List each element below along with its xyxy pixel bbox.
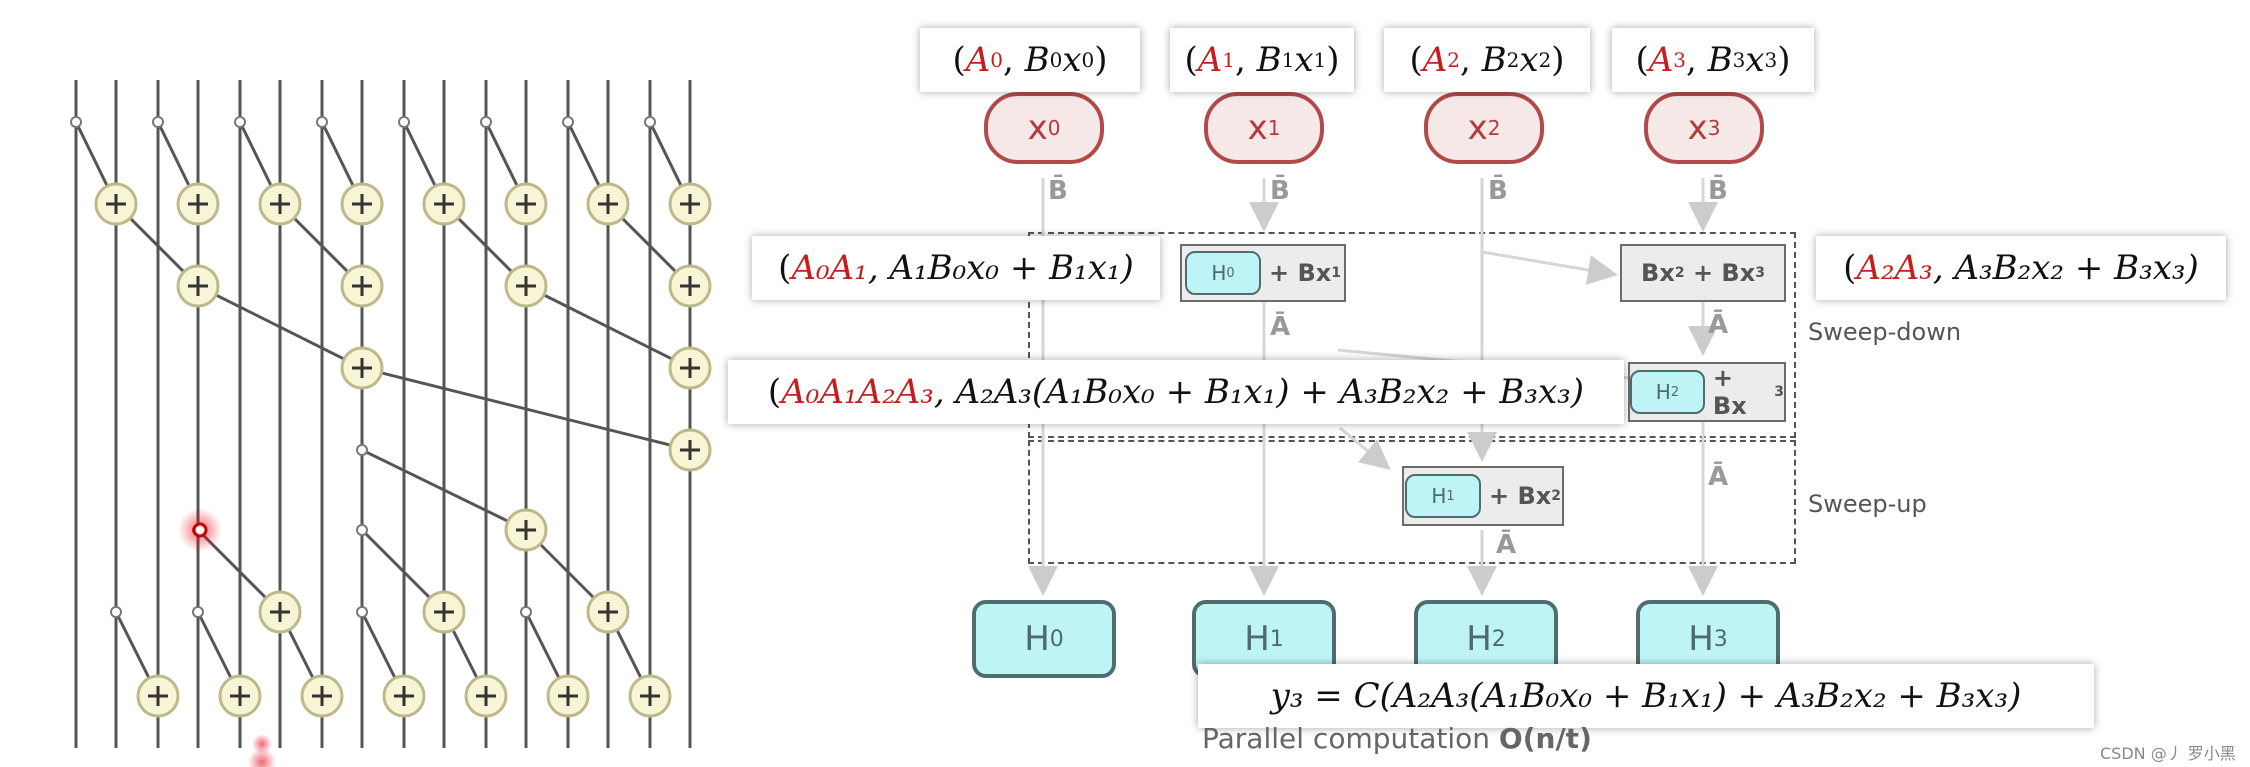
plus-node xyxy=(422,182,466,226)
abar-label-4: Ā xyxy=(1496,530,1517,560)
plus-node xyxy=(422,590,466,634)
plus-node xyxy=(546,674,590,718)
formula-a0a1: (A₀A₁, A₁B₀x₀ + B₁x₁) xyxy=(752,236,1160,300)
watermark: CSDN @丿 罗小黑 xyxy=(2100,744,2236,763)
footer-caption: Parallel computation O(n/t) xyxy=(1202,722,1592,755)
formula-a0a1a2a3: (A₀A₁A₂A₃, A₂A₃(A₁B₀x₀ + B₁x₁) + A₃B₂x₂ … xyxy=(728,360,1624,424)
bbar-label-0: B̄ xyxy=(1048,176,1068,206)
abar-label-3: Ā xyxy=(1708,462,1729,492)
plus-node xyxy=(176,182,220,226)
plus-node xyxy=(464,674,508,718)
bbar-label-3: B̄ xyxy=(1708,176,1728,206)
prefix-scan-network xyxy=(70,80,712,767)
plus-node xyxy=(668,346,712,390)
plus-node xyxy=(504,264,548,308)
plus-node xyxy=(628,674,672,718)
formula-a2a3: (A₂A₃, A₃B₂x₂ + B₃x₃) xyxy=(1816,236,2226,300)
abar-label-1: Ā xyxy=(1270,312,1291,342)
plus-node xyxy=(176,264,220,308)
bbar-label-1: B̄ xyxy=(1270,176,1290,206)
footer-complexity: O(n/t) xyxy=(1498,722,1592,755)
abar-label-2: Ā xyxy=(1708,310,1729,340)
sweep-up-label: Sweep-up xyxy=(1808,490,1927,518)
plus-node xyxy=(340,182,384,226)
plus-node xyxy=(218,674,262,718)
bbar-label-2: B̄ xyxy=(1488,176,1508,206)
plus-node xyxy=(668,428,712,472)
plus-node xyxy=(340,346,384,390)
plus-node xyxy=(300,674,344,718)
plus-node xyxy=(382,674,426,718)
plus-node xyxy=(586,182,630,226)
plus-node xyxy=(668,264,712,308)
plus-node xyxy=(258,182,302,226)
plus-node xyxy=(586,590,630,634)
sweep-down-region xyxy=(1028,232,1796,438)
plus-node xyxy=(504,182,548,226)
sweep-up-region xyxy=(1028,440,1796,564)
plus-node xyxy=(504,508,548,552)
plus-node xyxy=(136,674,180,718)
plus-node xyxy=(668,182,712,226)
sweep-down-label: Sweep-down xyxy=(1808,318,1962,346)
formula-y3: y₃ = C(A₂A₃(A₁B₀x₀ + B₁x₁) + A₃B₂x₂ + B₃… xyxy=(1198,664,2094,728)
plus-node xyxy=(94,182,138,226)
plus-node xyxy=(340,264,384,308)
plus-node xyxy=(258,590,302,634)
